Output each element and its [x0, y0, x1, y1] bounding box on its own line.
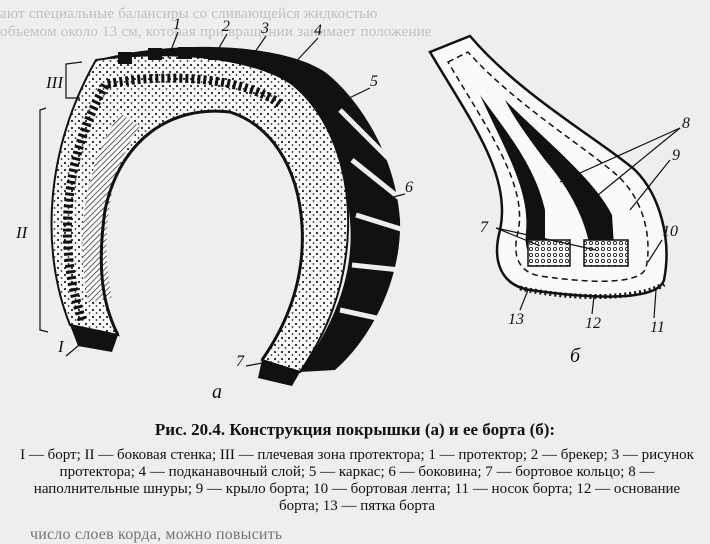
bead-right: [258, 360, 300, 386]
callout-1: 1: [173, 16, 181, 33]
bead-chafer-strip: [519, 281, 666, 300]
bleed-through-line-1: ают специальные балансиры со сливающейся…: [0, 6, 378, 22]
callout-10: 10: [662, 223, 678, 240]
zone-II: II: [15, 223, 29, 242]
callout-7: 7: [236, 353, 245, 370]
inner-liner: [99, 109, 304, 361]
callout-3: 3: [260, 20, 269, 37]
callout-13: 13: [508, 311, 524, 328]
filler-cord-left: [480, 95, 545, 262]
tire-cross-section: [50, 46, 405, 386]
callout-5: 5: [370, 73, 378, 90]
carcass-layer: [62, 73, 283, 322]
callout-2: 2: [222, 18, 230, 35]
subfigure-label-b: б: [570, 345, 581, 367]
tire-construction-figure: 1 2 3 4 5 6 7 8 9 10 11 12 13 7 III II I…: [15, 16, 690, 403]
leader-lines: [39, 31, 681, 367]
figure-caption-title: Рис. 20.4. Конструкция покрышки (а) и ее…: [154, 420, 556, 439]
callout-8: 8: [682, 115, 690, 132]
bead-cross-section: [428, 34, 668, 300]
callout-12: 12: [585, 315, 601, 332]
filler-cord-right: [505, 100, 615, 264]
callout-11: 11: [650, 319, 665, 336]
callout-7b: 7: [480, 219, 489, 236]
bleed-through-line-3: число слоев корда, можно повысить: [30, 526, 283, 543]
bead-inner-contour: [446, 51, 649, 282]
subfigure-label-a: а: [212, 381, 222, 403]
zone-I: I: [57, 337, 65, 356]
bleed-through-line-2: объемом около 13 см, которая при вращени…: [0, 24, 432, 40]
callout-6: 6: [405, 179, 413, 196]
figure-legend: I — борт; II — боковая стенка; III — пле…: [20, 447, 694, 514]
callout-4: 4: [314, 22, 322, 39]
zone-labels: III II I: [15, 73, 65, 356]
callout-9: 9: [672, 147, 680, 164]
zone-III: III: [45, 73, 64, 92]
callout-numbers: 1 2 3 4 5 6 7 8 9 10 11 12 13 7: [173, 16, 690, 370]
bead-ring-right: [583, 239, 629, 267]
